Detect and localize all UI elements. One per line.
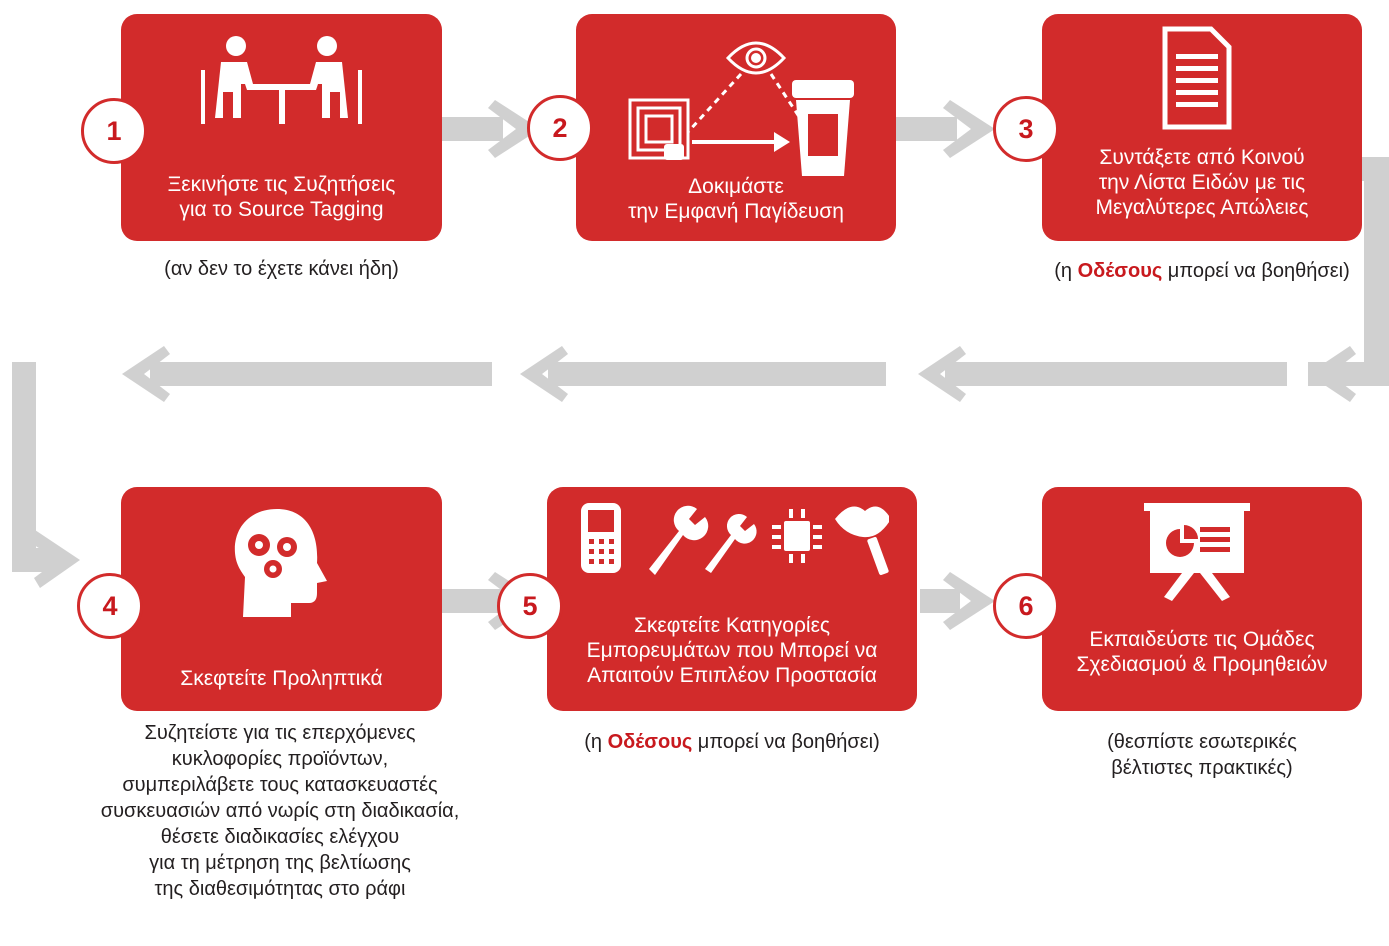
arrow-5-6 xyxy=(920,572,995,630)
step-1-badge: 1 xyxy=(81,98,147,164)
eye-tag-container-icon xyxy=(628,41,854,176)
step-3-title-line-1: Συντάξετε από Κοινού xyxy=(1099,146,1305,169)
step-6-title-line-2: Σχεδιασμού & Προμηθειών xyxy=(1076,653,1328,676)
step-4-card: Σκεφτείτε Προληπτικά xyxy=(121,487,442,711)
step-3-card: Συντάξετε από Κοινού την Λίστα Ειδών με … xyxy=(1042,14,1362,241)
step-3-title-line-2: την Λίστα Ειδών με τις xyxy=(1098,171,1306,194)
step-6-card: Εκπαιδεύστε τις Ομάδες Σχεδιασμού & Προμ… xyxy=(1042,487,1362,711)
step-5-title-line-1: Σκεφτείτε Κατηγορίες xyxy=(633,614,831,637)
step-1-note-line-1: (αν δεν το έχετε κάνει ήδη) xyxy=(164,258,399,280)
step-4-badge: 4 xyxy=(77,573,143,639)
step-2-card: Δοκιμάστε την Εμφανή Παγίδευση xyxy=(576,14,896,241)
step-5-note-suffix: μπορεί να βοηθήσει) xyxy=(692,731,880,753)
step-1-card: Ξεκινήστε τις Συζητήσεις για το Source T… xyxy=(121,14,442,241)
step-4-note-line-2: κυκλοφορίες προϊόντων, xyxy=(171,748,389,770)
step-4-note-line-4: συσκευασιών από νωρίς στη διαδικασία, xyxy=(100,800,460,822)
head-gears-icon xyxy=(234,509,327,617)
step-4-note-line-1: Συζητείστε για τις επερχόμενες xyxy=(144,722,416,744)
document-icon xyxy=(1162,26,1232,130)
presentation-board-icon xyxy=(1144,503,1250,601)
step-6-badge: 6 xyxy=(993,573,1059,639)
step-1-title-line-1: Ξεκινήστε τις Συζητήσεις xyxy=(167,173,396,196)
step-6-title-line-1: Εκπαιδεύστε τις Ομάδες xyxy=(1089,628,1315,651)
meeting-icon xyxy=(201,36,362,124)
step-5-note-brand: Οδέσους xyxy=(607,731,693,753)
return-path xyxy=(12,157,1389,588)
arrow-1-2 xyxy=(441,100,540,158)
step-4-note-line-5: θέσετε διαδικασίες ελέγχου xyxy=(160,826,400,848)
step-2-badge: 2 xyxy=(527,95,593,161)
arrow-2-3 xyxy=(895,100,995,158)
step-3-note-prefix: (η xyxy=(1054,260,1078,282)
step-1-title-line-2: για το Source Tagging xyxy=(179,198,384,221)
phone-icon xyxy=(581,503,621,573)
step-5-title-line-3: Απαιτούν Επιπλέον Προστασία xyxy=(587,664,877,687)
step-5-note: (η Οδέσους μπορεί να βοηθήσει) xyxy=(547,729,917,755)
lips-lipstick-icon xyxy=(835,506,889,576)
step-3-note-brand: Οδέσους xyxy=(1077,260,1163,282)
step-4-note: Συζητείστε για τις επερχόμενες κυκλοφορί… xyxy=(60,720,500,902)
step-1-note: (αν δεν το έχετε κάνει ήδη) xyxy=(121,256,442,282)
step-2-title-line-2: την Εμφανή Παγίδευση xyxy=(628,200,844,223)
wrenches-icon xyxy=(649,505,757,575)
step-5-badge: 5 xyxy=(497,573,563,639)
step-5-note-prefix: (η xyxy=(584,731,608,753)
step-6-note-line-2: βέλτιστες πρακτικές) xyxy=(1111,757,1293,779)
step-6-note-line-1: (θεσπίστε εσωτερικές xyxy=(1107,731,1297,753)
step-4-note-line-6: για τη μέτρηση της βελτίωσης xyxy=(149,852,411,874)
step-4-note-line-3: συμπεριλάβετε τους κατασκευαστές xyxy=(122,774,438,796)
step-6-note: (θεσπίστε εσωτερικές βέλτιστες πρακτικές… xyxy=(1042,729,1362,781)
step-3-note-suffix: μπορεί να βοηθήσει) xyxy=(1162,260,1350,282)
step-3-title-line-3: Μεγαλύτερες Απώλειες xyxy=(1095,196,1309,219)
chip-icon xyxy=(772,509,822,563)
step-3-note: (η Οδέσους μπορεί να βοηθήσει) xyxy=(1022,258,1382,284)
step-5-card: Σκεφτείτε Κατηγορίες Εμπορευμάτων που Μπ… xyxy=(547,487,917,711)
step-3-badge: 3 xyxy=(993,96,1059,162)
step-2-title-line-1: Δοκιμάστε xyxy=(688,175,784,198)
step-4-title-line-1: Σκεφτείτε Προληπτικά xyxy=(180,667,383,690)
step-5-title-line-2: Εμπορευμάτων που Μπορεί να xyxy=(586,639,878,662)
step-4-note-line-7: της διαθεσιμότητας στο ράφι xyxy=(154,878,406,900)
categories-icons xyxy=(581,503,889,576)
